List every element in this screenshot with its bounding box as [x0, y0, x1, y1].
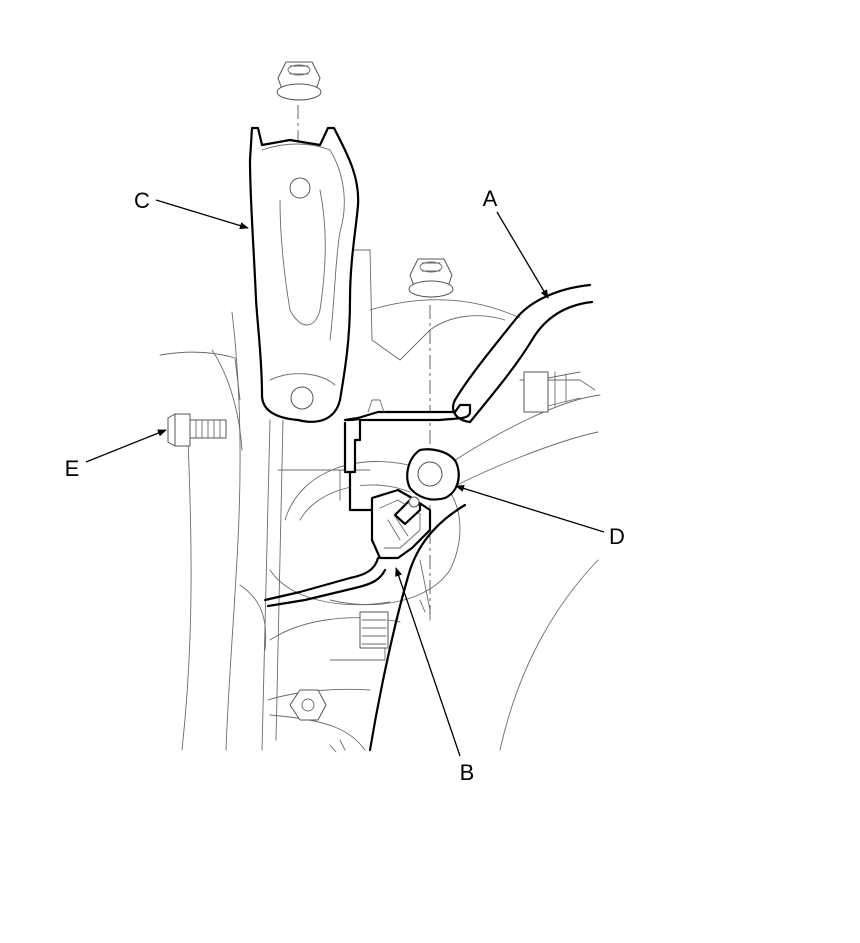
flange-nut-middle: [408, 258, 454, 298]
bracket-c: [248, 126, 360, 423]
leader-lines: [85, 199, 605, 757]
callout-a: A: [483, 186, 498, 211]
callout-b: B: [460, 760, 475, 785]
callout-d: D: [609, 524, 625, 549]
harness-a: [263, 283, 594, 752]
callout-labels: C A D B E: [65, 186, 625, 785]
callout-c: C: [134, 188, 150, 213]
sensor-b: [370, 488, 432, 560]
callout-e: E: [65, 456, 80, 481]
bracket-d: [343, 399, 472, 512]
flange-nut-top: [276, 61, 322, 101]
flange-bolt-e: [167, 413, 227, 447]
background-structure: [159, 249, 601, 753]
